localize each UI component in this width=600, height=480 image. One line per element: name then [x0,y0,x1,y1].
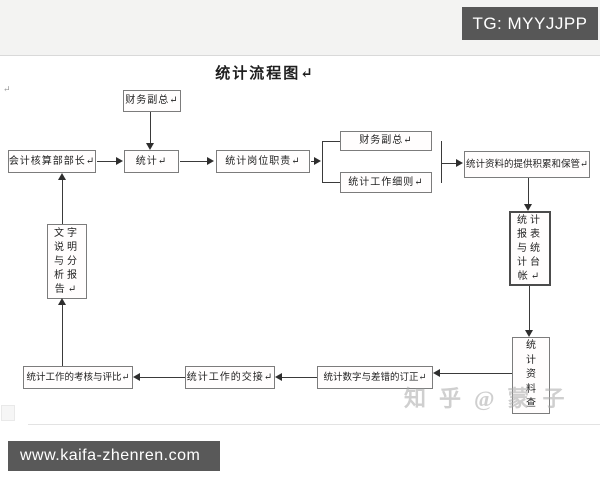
node-handover: 统计工作的交接↵ [185,366,275,389]
node-data-check: 统计资料查 [512,337,550,414]
connector-analysis-to-accounting [62,180,63,224]
connector-ledger-to-check [529,286,530,330]
node-analysis-report: 文字说明与分析报告↵ [47,224,87,299]
arrowhead-right-duties [207,157,214,165]
arrowhead-up-accounting [58,173,66,180]
arrowhead-left-handover [275,373,282,381]
node-cfo-top: 财务副总↵ [123,90,181,112]
arrowhead-up-analysis [58,298,66,305]
connector-keeping-to-ledger [528,178,529,204]
connector-statistics-to-duties [180,161,207,162]
node-accounting-head: 会计核算部部长↵ [8,150,96,173]
page-title: 统计流程图↵ [215,66,315,82]
node-reports-ledger: 统计报表与统计台帐↵ [509,211,551,286]
connector-cfo-to-statistics [150,112,151,145]
node-label: 会计核算部部长↵ [8,155,96,167]
node-correction: 统计数字与差错的订正↵ [317,366,433,389]
branch-split-line [322,141,323,183]
connector-evaluation-to-analysis [62,305,63,366]
arrowhead-right-keeping [456,159,463,167]
node-label: 统计岗位职责↵ [225,155,301,167]
node-label: 财务副总↵ [125,95,179,106]
node-evaluation: 统计工作的考核与评比↵ [23,366,133,389]
node-statistics: 统计↵ [124,150,179,173]
node-label: 统计报表与统计台帐↵ [517,214,543,282]
node-data-keeping: 统计资料的提供积累和保管↵ [464,151,590,178]
branch-merge-line [441,141,442,183]
website-url-bar: www.kaifa-zhenren.com [8,441,220,471]
connector-accounting-to-statistics [97,161,116,162]
node-label: 统计↵ [135,155,168,167]
zhihu-watermark: 知乎@蒙子 [404,386,578,411]
node-label: 统计资料的提供积累和保管↵ [466,159,588,170]
node-label: 文字说明与分析报告↵ [54,227,80,295]
arrowhead-right-branch [314,157,321,165]
website-url-text: www.kaifa-zhenren.com [20,447,201,464]
arrowhead-left-evaluation [133,373,140,381]
arrowhead-down-statistics [146,143,154,150]
node-job-duties: 统计岗位职责↵ [216,150,310,173]
node-cfo-branch: 财务副总↵ [340,131,432,151]
node-label: 统计数字与差错的订正↵ [323,372,427,383]
connector-merge-to-keeping [441,163,456,164]
arrowhead-right-statistics [116,157,123,165]
branch-to-cfo [322,141,340,142]
connector-duties-out [311,161,314,162]
node-label: 统计工作细则↵ [348,176,424,188]
connector-check-to-correction [440,373,512,374]
node-label: 统计工作的交接↵ [186,371,274,383]
node-work-rules: 统计工作细则↵ [340,172,432,193]
node-label: 统计工作的考核与评比↵ [26,372,130,383]
connector-correction-to-handover [282,377,317,378]
paragraph-mark: ↵ [3,84,11,94]
telegram-watermark-badge: TG: MYYJJPP [462,7,598,40]
page-artifact-square [1,405,15,421]
arrowhead-down-ledger [524,204,532,211]
connector-handover-to-evaluation [140,377,185,378]
node-label: 财务副总↵ [359,135,413,146]
page-bottom-edge [28,424,600,425]
branch-to-rules [322,182,340,183]
arrowhead-down-check [525,330,533,337]
arrowhead-left-correction [433,369,440,377]
badge-text: TG: MYYJJPP [472,13,588,33]
node-label: 统计资料查 [526,340,536,410]
